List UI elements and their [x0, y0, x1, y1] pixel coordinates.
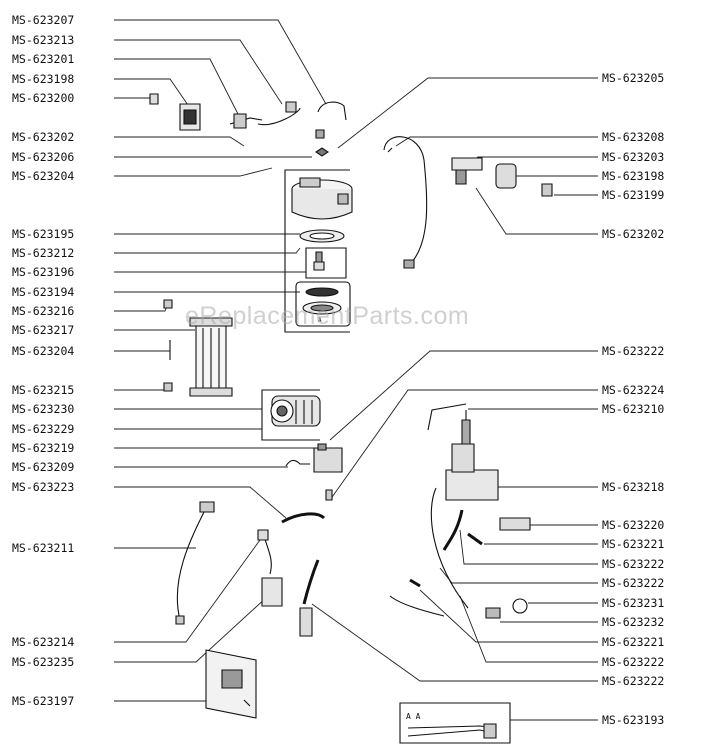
part-number-label: MS-623220: [602, 518, 665, 532]
part-number-label: MS-623210: [602, 402, 665, 416]
part-number-label: MS-623199: [602, 188, 665, 202]
part-number-label: MS-623221: [602, 537, 665, 551]
leader-line: [114, 137, 244, 146]
svg-text:A A: A A: [406, 712, 421, 721]
part-number-label: MS-623196: [12, 265, 75, 279]
leader-line: [114, 248, 300, 253]
part-illustrations: A: [150, 94, 552, 743]
part-number-label: MS-623229: [12, 422, 75, 436]
leader-line: [114, 59, 240, 118]
thermostat-part: [452, 158, 552, 196]
part-number-label: MS-623224: [602, 383, 665, 397]
part-number-label: MS-623202: [602, 227, 665, 241]
part-number-label: MS-623219: [12, 441, 75, 455]
watermark: eReplacementParts.com: [185, 302, 470, 330]
tubes-right-part: [390, 488, 530, 618]
leader-line: [440, 568, 598, 583]
part-number-label: MS-623208: [602, 130, 665, 144]
part-number-label: MS-623198: [602, 169, 665, 183]
leader-lines: [114, 20, 598, 720]
leader-line: [460, 596, 598, 662]
part-number-label: MS-623211: [12, 541, 75, 555]
part-number-label: MS-623206: [12, 150, 75, 164]
pump-group-bracket: [262, 390, 320, 440]
leader-line: [114, 304, 168, 311]
cord-set-part: A A: [406, 712, 496, 738]
part-number-label: MS-623193: [602, 713, 665, 727]
part-number-label: MS-623198: [12, 72, 75, 86]
leader-line: [338, 78, 598, 148]
part-number-label: MS-623221: [602, 635, 665, 649]
part-number-label: MS-623209: [12, 460, 75, 474]
leader-line: [476, 188, 598, 234]
part-number-label: MS-623235: [12, 655, 75, 669]
part-number-label: MS-623217: [12, 323, 75, 337]
leader-line: [420, 590, 598, 642]
part-number-label: MS-623194: [12, 285, 75, 299]
part-number-label: MS-623195: [12, 227, 75, 241]
switch-part: [150, 94, 200, 130]
part-number-label: MS-623231: [602, 596, 665, 610]
part-number-label: MS-623213: [12, 33, 75, 47]
solenoid-valve-part: [286, 444, 342, 500]
part-number-label: MS-623197: [12, 694, 75, 708]
steam-tube-part: [384, 137, 427, 268]
leader-line: [114, 487, 286, 518]
part-number-label: MS-623230: [12, 402, 75, 416]
part-number-label: MS-623216: [12, 304, 75, 318]
shower-bracket: [296, 282, 350, 326]
leader-line: [472, 157, 598, 162]
part-number-label: MS-623222: [602, 576, 665, 590]
part-number-label: MS-623223: [12, 480, 75, 494]
part-number-label: MS-623203: [602, 150, 665, 164]
leader-line: [312, 604, 598, 681]
part-number-label: MS-623222: [602, 557, 665, 571]
valve-bracket: [306, 248, 346, 278]
leader-line: [114, 540, 260, 642]
part-number-label: MS-623222: [602, 655, 665, 669]
main-pump-part: [428, 404, 498, 500]
leader-line: [114, 596, 268, 662]
part-number-label: MS-623204: [12, 169, 75, 183]
leader-line: [114, 79, 190, 108]
part-number-label: MS-623214: [12, 635, 75, 649]
heating-element-part: [190, 318, 232, 396]
part-number-label: MS-623205: [602, 71, 665, 85]
fitting-part: [258, 514, 324, 636]
leader-line: [114, 386, 168, 390]
part-number-label: MS-623204: [12, 344, 75, 358]
part-number-label: MS-623222: [602, 674, 665, 688]
small-clip-part: [164, 300, 172, 391]
leader-line: [114, 168, 272, 176]
wire-harness-part: [230, 102, 346, 156]
part-number-label: MS-623200: [12, 91, 75, 105]
svg-text:A: A: [318, 317, 322, 324]
part-number-label: MS-623215: [12, 383, 75, 397]
leader-line: [396, 137, 598, 146]
part-number-label: MS-623207: [12, 13, 75, 27]
boiler-part: [292, 178, 352, 219]
shower-plate-part: A: [303, 288, 341, 324]
part-number-label: MS-623222: [602, 344, 665, 358]
leader-line: [330, 351, 598, 440]
control-board-part: [206, 650, 256, 718]
part-number-label: MS-623201: [12, 52, 75, 66]
part-number-label: MS-623212: [12, 246, 75, 260]
valve-part: [314, 252, 324, 270]
part-number-label: MS-623202: [12, 130, 75, 144]
cord-set-box: [400, 703, 510, 743]
leader-line: [330, 390, 598, 500]
leader-line: [114, 40, 282, 104]
leader-line: [460, 530, 598, 564]
power-cord-part: [176, 502, 214, 624]
gasket-part: [300, 230, 344, 242]
part-number-label: MS-623218: [602, 480, 665, 494]
boiler-group-bracket: [285, 170, 350, 332]
leader-line: [114, 20, 326, 104]
part-number-label: MS-623232: [602, 615, 665, 629]
pump-coil-part: [271, 396, 320, 426]
